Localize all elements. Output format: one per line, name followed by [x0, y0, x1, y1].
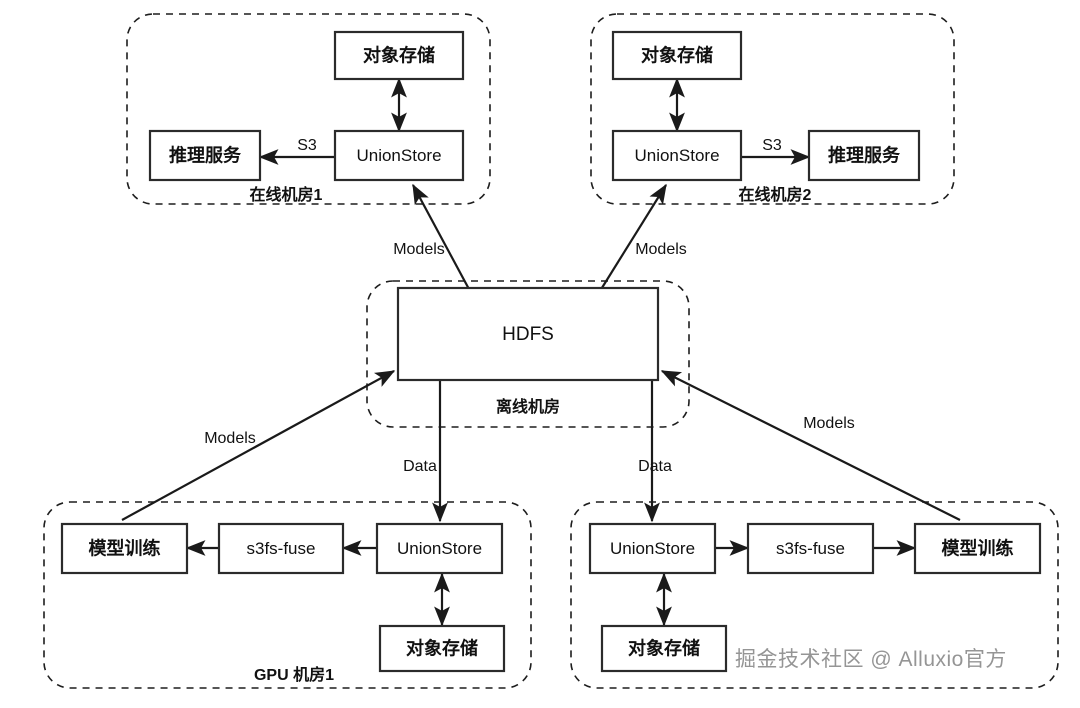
- edge-label-e_train1_hdfs: Models: [204, 430, 256, 447]
- edge-label-e_us1_inf1: S3: [297, 137, 317, 154]
- node-unionstore_3[interactable]: UnionStore: [375, 522, 504, 575]
- edge-e_train1_hdfs: [121, 370, 396, 521]
- node-box-obj_store_3[interactable]: [378, 624, 506, 673]
- node-box-inference_2[interactable]: [807, 129, 921, 182]
- node-obj_store_4[interactable]: 对象存储: [600, 624, 728, 673]
- watermark-text: 掘金技术社区 @ Alluxio官方: [735, 648, 1007, 671]
- node-obj_store_1[interactable]: 对象存储: [333, 30, 465, 81]
- zone-group: 在线机房1 在线机房2 离线机房 GPU 机房1: [43, 13, 1059, 689]
- edge-label-e_train2_hdfs: Models: [803, 415, 855, 432]
- node-unionstore_4[interactable]: UnionStore: [588, 522, 717, 575]
- node-label-obj_store_2: 对象存储: [641, 44, 713, 65]
- edge-label-e_hdfs_us4: Data: [638, 458, 672, 475]
- node-box-hdfs[interactable]: [396, 286, 660, 382]
- node-label-obj_store_4: 对象存储: [628, 637, 700, 658]
- node-obj_store_3[interactable]: 对象存储: [378, 624, 506, 673]
- node-box-s3fs_1[interactable]: [217, 522, 345, 575]
- edge-group: [121, 77, 961, 627]
- node-label-unionstore_2: UnionStore: [634, 146, 719, 165]
- node-box-obj_store_4[interactable]: [600, 624, 728, 673]
- node-training_2[interactable]: 模型训练: [913, 522, 1042, 575]
- node-box-unionstore_3[interactable]: [375, 522, 504, 575]
- edge-e_train2_hdfs: [660, 370, 961, 521]
- node-label-unionstore_3: UnionStore: [397, 539, 482, 558]
- node-label-obj_store_1: 对象存储: [363, 44, 435, 65]
- zone-label-online2: 在线机房2: [739, 185, 812, 204]
- node-inference_1[interactable]: 推理服务: [148, 129, 262, 182]
- zone-label-offline: 离线机房: [496, 397, 560, 416]
- node-box-training_2[interactable]: [913, 522, 1042, 575]
- node-training_1[interactable]: 模型训练: [60, 522, 189, 575]
- node-label-obj_store_3: 对象存储: [406, 637, 478, 658]
- node-label-inference_2: 推理服务: [828, 144, 901, 165]
- node-box-s3fs_2[interactable]: [746, 522, 875, 575]
- node-box-unionstore_2[interactable]: [611, 129, 743, 182]
- node-s3fs_2[interactable]: s3fs-fuse: [746, 522, 875, 575]
- zone-gpu1: GPU 机房1: [43, 501, 532, 689]
- zone-border-online1: [126, 13, 491, 205]
- zone-online2: 在线机房2: [590, 13, 955, 205]
- node-label-hdfs: HDFS: [502, 324, 554, 345]
- node-label-training_1: 模型训练: [89, 537, 161, 558]
- node-label-unionstore_4: UnionStore: [610, 539, 695, 558]
- zone-label-online1: 在线机房1: [250, 185, 323, 204]
- node-box-training_1[interactable]: [60, 522, 189, 575]
- edge-label-e_us2_inf2: S3: [762, 137, 782, 154]
- zone-border-online2: [590, 13, 955, 205]
- zone-label-gpu1: GPU 机房1: [254, 665, 334, 684]
- node-obj_store_2[interactable]: 对象存储: [611, 30, 743, 81]
- node-label-unionstore_1: UnionStore: [356, 146, 441, 165]
- node-hdfs[interactable]: HDFS: [396, 286, 660, 382]
- node-box-unionstore_4[interactable]: [588, 522, 717, 575]
- node-unionstore_1[interactable]: UnionStore: [333, 129, 465, 182]
- edge-e_hdfs_us2: [599, 183, 667, 292]
- zone-offline: 离线机房: [366, 280, 690, 428]
- node-box-obj_store_1[interactable]: [333, 30, 465, 81]
- edge-label-e_hdfs_us1: Models: [393, 241, 445, 258]
- node-box-unionstore_1[interactable]: [333, 129, 465, 182]
- edge-label-e_hdfs_us2: Models: [635, 241, 687, 258]
- edge-e_hdfs_us1: [412, 183, 471, 292]
- zone-border-offline: [366, 280, 690, 428]
- node-label-training_2: 模型训练: [942, 537, 1014, 558]
- edge-label-e_hdfs_us3: Data: [403, 458, 437, 475]
- node-s3fs_1[interactable]: s3fs-fuse: [217, 522, 345, 575]
- node-label-inference_1: 推理服务: [169, 144, 242, 165]
- node-label-s3fs_2: s3fs-fuse: [776, 539, 845, 558]
- node-box-inference_1[interactable]: [148, 129, 262, 182]
- node-box-obj_store_2[interactable]: [611, 30, 743, 81]
- zone-online1: 在线机房1: [126, 13, 491, 205]
- node-inference_2[interactable]: 推理服务: [807, 129, 921, 182]
- node-label-s3fs_1: s3fs-fuse: [247, 539, 316, 558]
- node-unionstore_2[interactable]: UnionStore: [611, 129, 743, 182]
